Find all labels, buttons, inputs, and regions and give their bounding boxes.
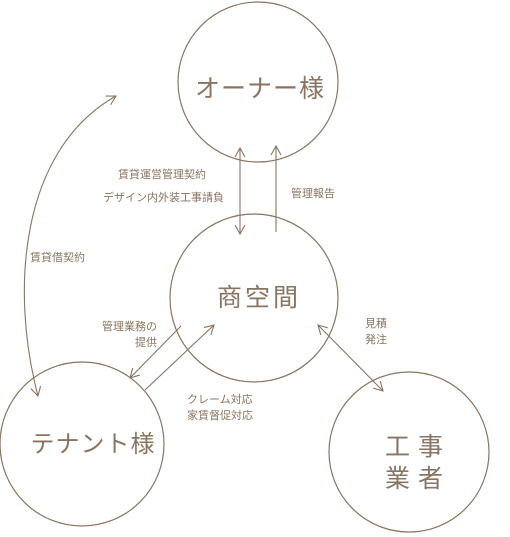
tenant-node-label: テナント様 [31,430,156,458]
contractor-node-label-line1: 工事 [385,432,451,461]
label-order: 発注 [365,332,387,346]
arrow-owner-tenant [23,95,117,398]
owner-circle [177,1,339,163]
label-mgmt-services-2: 提供 [135,335,157,349]
owner-node-label: オーナー様 [195,74,325,103]
label-design-interior: デザイン内外装工事請負 [103,190,224,204]
label-claims: クレーム対応 [187,392,253,406]
label-lease-mgmt: 賃貸運営管理契約 [118,167,206,181]
contractor-node-label-line2: 業者 [385,464,451,493]
label-mgmt-services-1: 管理業務の [102,319,157,333]
arrow-center-to-tenant [129,325,182,379]
label-rent-collection: 家賃督促対応 [187,408,253,422]
center-circle [169,213,339,383]
label-lease-contract: 賃貸借契約 [30,250,85,264]
label-estimate: 見積 [365,316,387,330]
arrow-tenant-to-center [144,324,215,391]
arrow-center-contractor [317,324,384,392]
contractor-circle [328,371,490,533]
center-node-label: 商空間 [217,283,301,312]
label-mgmt-report: 管理報告 [291,186,335,200]
